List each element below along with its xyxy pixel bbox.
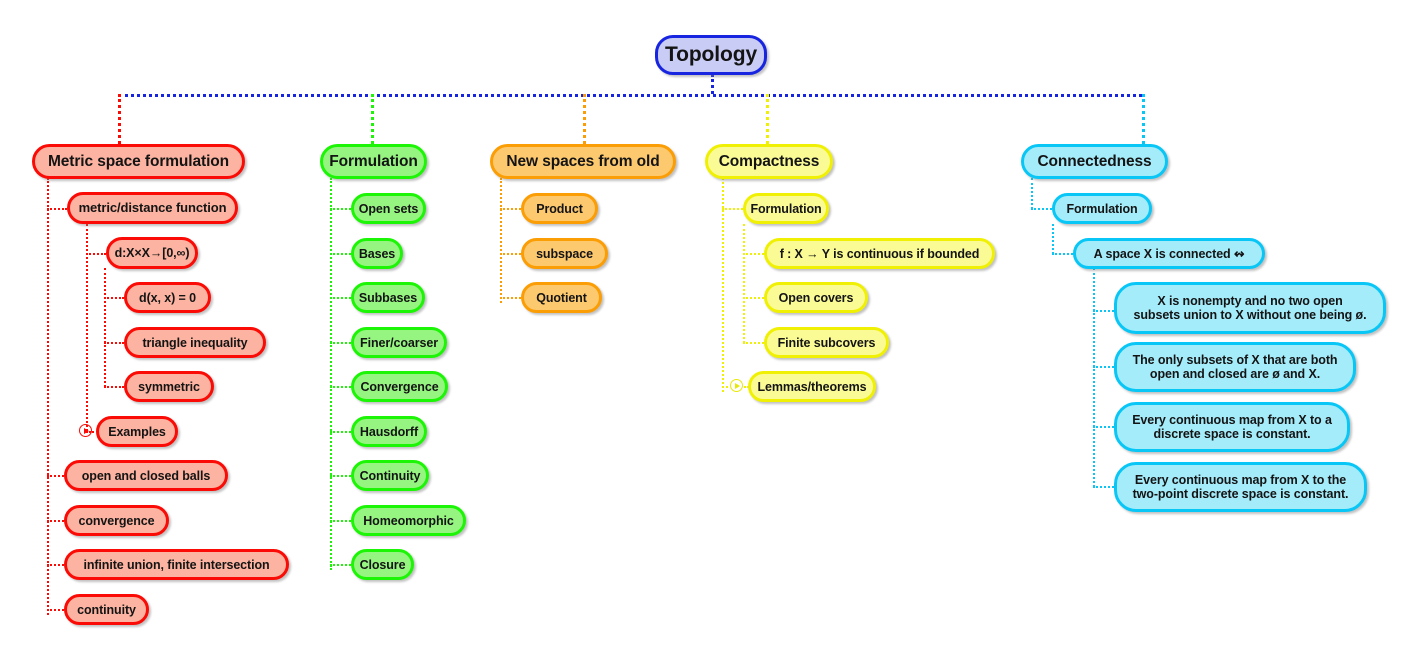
connector-green-to-5 (330, 386, 351, 388)
node-discrete-space-constant-criterion[interactable]: Every continuous map from X to a discret… (1114, 402, 1350, 452)
connector-red-to-7 (47, 475, 67, 477)
connector-yellow-to-5 (722, 386, 728, 388)
connector-cyan-to-6 (1093, 486, 1114, 488)
node-closure[interactable]: Closure (351, 549, 414, 580)
connector-yellow-spine (722, 178, 724, 392)
node-infinite-union-finite-intersection[interactable]: infinite union, finite intersection (64, 549, 289, 580)
node-formulation-connectedness[interactable]: Formulation (1052, 193, 1152, 224)
node-lemmas-theorems[interactable]: Lemmas/theorems (748, 371, 876, 402)
connector-cyan-to-3 (1093, 310, 1114, 312)
connector-red-sub2-spine (104, 268, 106, 387)
node-hausdorff[interactable]: Hausdorff (351, 416, 427, 447)
node-product[interactable]: Product (521, 193, 598, 224)
connector-red-to-9 (47, 564, 67, 566)
connector-cyan-sub2-spine (1093, 268, 1095, 487)
node-open-covers[interactable]: Open covers (764, 282, 868, 313)
node-a-space-x-is-connected[interactable]: A space X is connected ↭ (1073, 238, 1265, 269)
node-examples[interactable]: Examples (96, 416, 178, 447)
connector-drop-newspaces (583, 94, 586, 144)
connector-root-stem (711, 74, 714, 94)
node-finite-subcovers[interactable]: Finite subcovers (764, 327, 889, 358)
connector-yellow-to-1 (722, 208, 743, 210)
connector-cyan-to-5 (1093, 426, 1114, 428)
node-new-spaces-from-old[interactable]: New spaces from old (490, 144, 676, 179)
connector-green-to-6 (330, 431, 351, 433)
connector-red-to-10 (47, 609, 67, 611)
node-subspace[interactable]: subspace (521, 238, 608, 269)
node-compactness[interactable]: Compactness (705, 144, 833, 179)
node-x-is-nonempty-criterion[interactable]: X is nonempty and no two open subsets un… (1114, 282, 1386, 334)
connector-cyan-to-2 (1052, 253, 1073, 255)
connector-red-to-3 (104, 297, 124, 299)
connector-green-to-9 (330, 564, 351, 566)
node-d-x-x-equals-0[interactable]: d(x, x) = 0 (124, 282, 211, 313)
connector-trunk (118, 94, 1142, 97)
node-finer-coarser[interactable]: Finer/coarser (351, 327, 447, 358)
connector-yellow-sub-spine (743, 224, 745, 343)
connector-drop-connectedness (1142, 94, 1145, 144)
connector-cyan-to-1 (1031, 208, 1052, 210)
connector-red-to-8 (47, 520, 67, 522)
node-subbases[interactable]: Subbases (351, 282, 425, 313)
node-f-x-to-y-continuous-if-bounded[interactable]: f : X → Y is continuous if bounded (764, 238, 995, 269)
node-convergence-topology[interactable]: Convergence (351, 371, 448, 402)
node-quotient[interactable]: Quotient (521, 282, 602, 313)
node-symmetric[interactable]: symmetric (124, 371, 214, 402)
connector-drop-metric (118, 94, 121, 144)
node-open-and-closed-balls[interactable]: open and closed balls (64, 460, 228, 491)
node-homeomorphic[interactable]: Homeomorphic (351, 505, 466, 536)
collapse-toggle-icon-examples[interactable] (79, 424, 92, 437)
node-formulation-compactness[interactable]: Formulation (743, 193, 829, 224)
connector-red-sub-spine (86, 224, 88, 431)
connector-yellow-to-4 (743, 342, 764, 344)
connector-green-spine (330, 178, 332, 570)
node-bases[interactable]: Bases (351, 238, 403, 269)
connector-red-to-4 (104, 342, 124, 344)
node-metric-space-formulation[interactable]: Metric space formulation (32, 144, 245, 179)
connector-orange-to-3 (500, 297, 521, 299)
connector-orange-to-1 (500, 208, 521, 210)
connector-drop-compactness (766, 94, 769, 144)
connector-green-to-3 (330, 297, 351, 299)
node-root-topology[interactable]: Topology (655, 35, 767, 75)
connector-orange-spine (500, 178, 502, 303)
connector-cyan-to-4 (1093, 366, 1114, 368)
connector-red-to-2 (86, 253, 106, 255)
connector-green-to-2 (330, 253, 351, 255)
node-continuity-topology[interactable]: Continuity (351, 460, 429, 491)
node-clopen-subsets-criterion[interactable]: The only subsets of X that are both open… (1114, 342, 1356, 392)
node-triangle-inequality[interactable]: triangle inequality (124, 327, 266, 358)
node-two-point-discrete-constant-criterion[interactable]: Every continuous map from X to the two-p… (1114, 462, 1367, 512)
connector-drop-formulation (371, 94, 374, 144)
node-metric-distance-function[interactable]: metric/distance function (67, 192, 238, 224)
node-formulation-topology[interactable]: Formulation (320, 144, 427, 179)
play-triangle-icon (84, 427, 89, 434)
node-convergence[interactable]: convergence (64, 505, 169, 536)
collapse-toggle-icon-lemmas[interactable] (730, 379, 743, 392)
node-d-xx-to-0-inf[interactable]: d:X×X→[0,∞) (106, 237, 198, 269)
play-triangle-icon (735, 382, 740, 389)
connector-green-to-8 (330, 520, 351, 522)
node-connectedness[interactable]: Connectedness (1021, 144, 1168, 179)
node-continuity-metric[interactable]: continuity (64, 594, 149, 625)
connector-red-to-5 (104, 386, 124, 388)
connector-green-to-7 (330, 475, 351, 477)
connector-orange-to-2 (500, 253, 521, 255)
connector-yellow-to-2 (743, 253, 764, 255)
connector-green-to-4 (330, 342, 351, 344)
connector-cyan-spine (1031, 178, 1033, 209)
connector-red-to-1 (47, 208, 67, 210)
connector-red-spine (47, 178, 49, 615)
connector-yellow-to-3 (743, 297, 764, 299)
node-open-sets[interactable]: Open sets (351, 193, 426, 224)
connector-cyan-sub-spine (1052, 224, 1054, 254)
connector-green-to-1 (330, 208, 351, 210)
